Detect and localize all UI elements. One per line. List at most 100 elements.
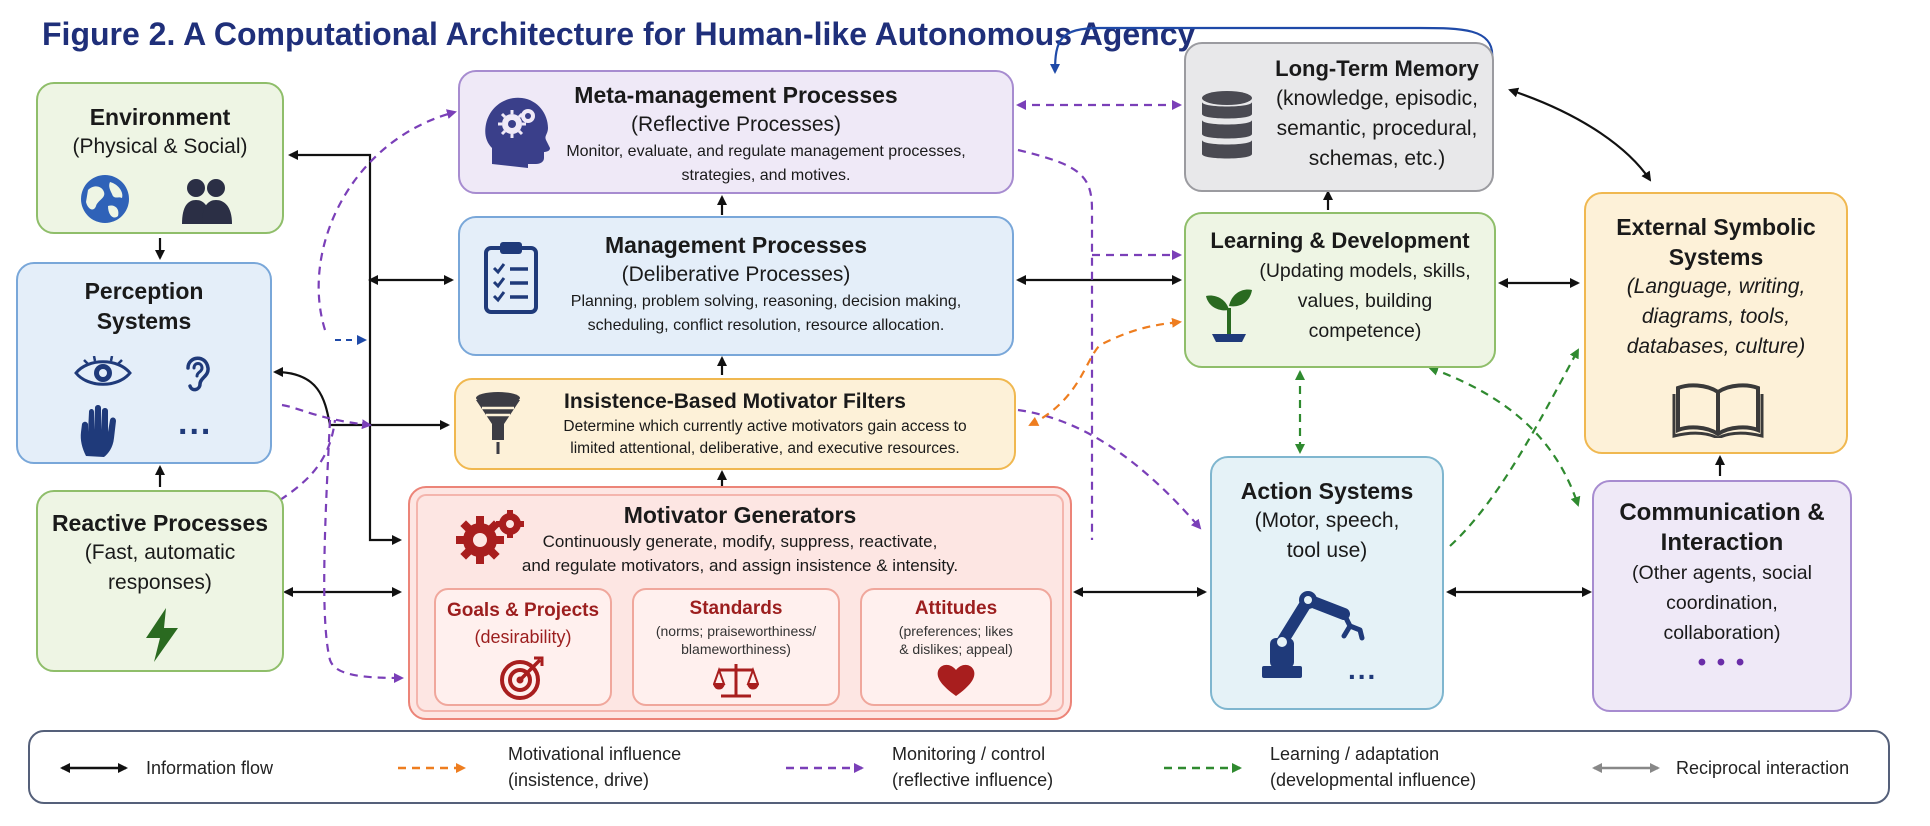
perception-title-line1: Perception — [84, 278, 204, 304]
arrow-perception-filters — [273, 367, 450, 430]
reactive-line1: (Fast, automatic — [84, 541, 236, 564]
generators-desc-line1: Continuously generate, modify, suppress,… — [542, 532, 938, 551]
communication-line1: (Other agents, social — [1632, 562, 1812, 584]
meta-desc-line2: strategies, and motives. — [681, 167, 851, 184]
reactive-processes-node: Reactive Processes (Fast, automatic resp… — [36, 490, 284, 672]
filters-desc-line2: limited attentional, deliberative, and e… — [570, 440, 960, 457]
lightning-icon — [146, 608, 178, 662]
management-desc-line2: scheduling, conflict resolution, resourc… — [587, 317, 945, 334]
sprout-icon — [1206, 289, 1252, 342]
arrow-learning-communication — [1428, 365, 1581, 507]
learning-development-node: Learning & Development (Updating models,… — [1184, 212, 1496, 368]
legend-reciprocal-label: Reciprocal interaction — [1676, 758, 1850, 778]
generators-desc-line2: and regulate motivators, and assign insi… — [521, 556, 959, 575]
arrow-env-bus — [288, 150, 402, 545]
arrow-ltm-external — [1508, 87, 1652, 182]
arrow-motivational-learning — [1028, 317, 1182, 426]
legend-info-flow-icon — [60, 763, 128, 773]
generators-title: Motivator Generators — [623, 502, 857, 528]
environment-subtitle: (Physical & Social) — [72, 135, 248, 158]
standards-card: Standards (norms; praiseworthiness/ blam… — [632, 588, 840, 706]
attitudes-sub-line2: & dislikes; appeal) — [899, 641, 1013, 657]
legend-learning-label-line2: (developmental influence) — [1270, 770, 1477, 790]
meta-subtitle: (Reflective Processes) — [630, 113, 842, 136]
learning-title: Learning & Development — [1210, 228, 1470, 253]
legend-reciprocal-icon — [1592, 763, 1660, 773]
long-term-memory-node: Long-Term Memory (knowledge, episodic, s… — [1184, 42, 1494, 192]
learning-line1: (Updating models, skills, — [1259, 260, 1471, 282]
ear-icon — [186, 356, 210, 392]
motivator-filters-node: Insistence-Based Motivator Filters Deter… — [454, 378, 1016, 470]
arrow-monitor-perception — [281, 403, 372, 430]
gears-icon — [456, 510, 524, 564]
goals-card: Goals & Projects (desirability) — [434, 588, 612, 706]
communication-line2: coordination, — [1666, 592, 1778, 614]
ltm-line2: semantic, procedural, — [1276, 117, 1478, 140]
external-symbolic-systems-node: External Symbolic Systems (Language, wri… — [1584, 192, 1848, 454]
people-icon — [182, 179, 232, 224]
goals-title: Goals & Projects — [446, 600, 600, 621]
heart-icon — [937, 664, 975, 696]
legend: Information flow Motivational influence … — [28, 730, 1890, 804]
legend-learning-label-line1: Learning / adaptation — [1270, 744, 1440, 764]
action-ellipsis: ... — [1348, 654, 1378, 685]
eye-icon — [74, 356, 132, 386]
learning-line2: values, building — [1297, 290, 1433, 312]
attitudes-card: Attitudes (preferences; likes & dislikes… — [860, 588, 1052, 706]
communication-title-line2: Interaction — [1660, 529, 1784, 556]
communication-interaction-node: Communication & Interaction (Other agent… — [1592, 480, 1852, 712]
management-desc-line1: Planning, problem solving, reasoning, de… — [570, 293, 962, 310]
goals-sub: (desirability) — [474, 627, 572, 647]
more-senses-ellipsis: ... — [178, 404, 213, 442]
action-systems-node: Action Systems (Motor, speech, tool use)… — [1210, 456, 1444, 710]
environment-title: Environment — [89, 104, 231, 130]
arrow-ltm-meta-loop — [1050, 26, 1494, 74]
standards-sub-line1: (norms; praiseworthiness/ — [655, 623, 817, 639]
environment-node: Environment (Physical & Social) — [36, 82, 284, 234]
reactive-line2: responses) — [108, 571, 212, 594]
open-book-icon — [1672, 383, 1764, 438]
external-line3: databases, culture) — [1626, 335, 1806, 358]
scales-icon — [712, 664, 760, 698]
legend-info-flow-label: Information flow — [146, 758, 274, 778]
filters-desc-line1: Determine which currently active motivat… — [563, 418, 967, 435]
globe-icon — [81, 175, 129, 223]
meta-title: Meta-management Processes — [574, 82, 898, 108]
external-line2: diagrams, tools, — [1641, 305, 1791, 328]
legend-motivational-label-line2: (insistence, drive) — [508, 770, 650, 790]
funnel-icon — [476, 392, 520, 454]
arrow-monitor-reactive — [279, 419, 337, 501]
meta-desc-line1: Monitor, evaluate, and regulate manageme… — [566, 143, 966, 160]
ltm-line3: schemas, etc.) — [1308, 147, 1446, 170]
legend-learning-icon — [1164, 763, 1242, 773]
perception-node: Perception Systems ... — [16, 262, 272, 464]
database-icon — [1202, 91, 1252, 159]
action-title: Action Systems — [1240, 478, 1414, 504]
standards-sub-line2: blameworthiness) — [681, 641, 791, 657]
standards-title: Standards — [689, 598, 783, 619]
management-subtitle: (Deliberative Processes) — [621, 263, 851, 286]
ltm-title: Long-Term Memory — [1275, 56, 1479, 81]
legend-monitoring-label-line2: (reflective influence) — [892, 770, 1054, 790]
meta-management-node: Meta-management Processes (Reflective Pr… — [458, 70, 1014, 194]
arrow-monitor-generators-left — [323, 419, 404, 683]
arrow-monitor-right-vertical — [1017, 148, 1094, 540]
figure-title: Figure 2. A Computational Architecture f… — [42, 16, 1196, 52]
management-node: Management Processes (Deliberative Proce… — [458, 216, 1014, 356]
filters-title: Insistence-Based Motivator Filters — [564, 390, 906, 413]
communication-title-line1: Communication & — [1619, 499, 1825, 526]
learning-line3: competence) — [1308, 320, 1422, 342]
arrow-monitor-env-meta — [317, 109, 457, 331]
clipboard-icon — [484, 242, 538, 314]
external-title-line2: Systems — [1668, 244, 1764, 270]
legend-monitoring-label-line1: Monitoring / control — [892, 744, 1046, 764]
attitudes-title: Attitudes — [914, 598, 998, 619]
head-gears-icon — [485, 97, 550, 168]
legend-motivational-icon — [398, 763, 466, 773]
motivator-generators-node: Motivator Generators Continuously genera… — [408, 486, 1072, 720]
legend-monitoring-icon — [786, 763, 864, 773]
hand-icon — [80, 405, 116, 457]
perception-title-line2: Systems — [96, 308, 192, 334]
action-line2: tool use) — [1286, 539, 1368, 562]
